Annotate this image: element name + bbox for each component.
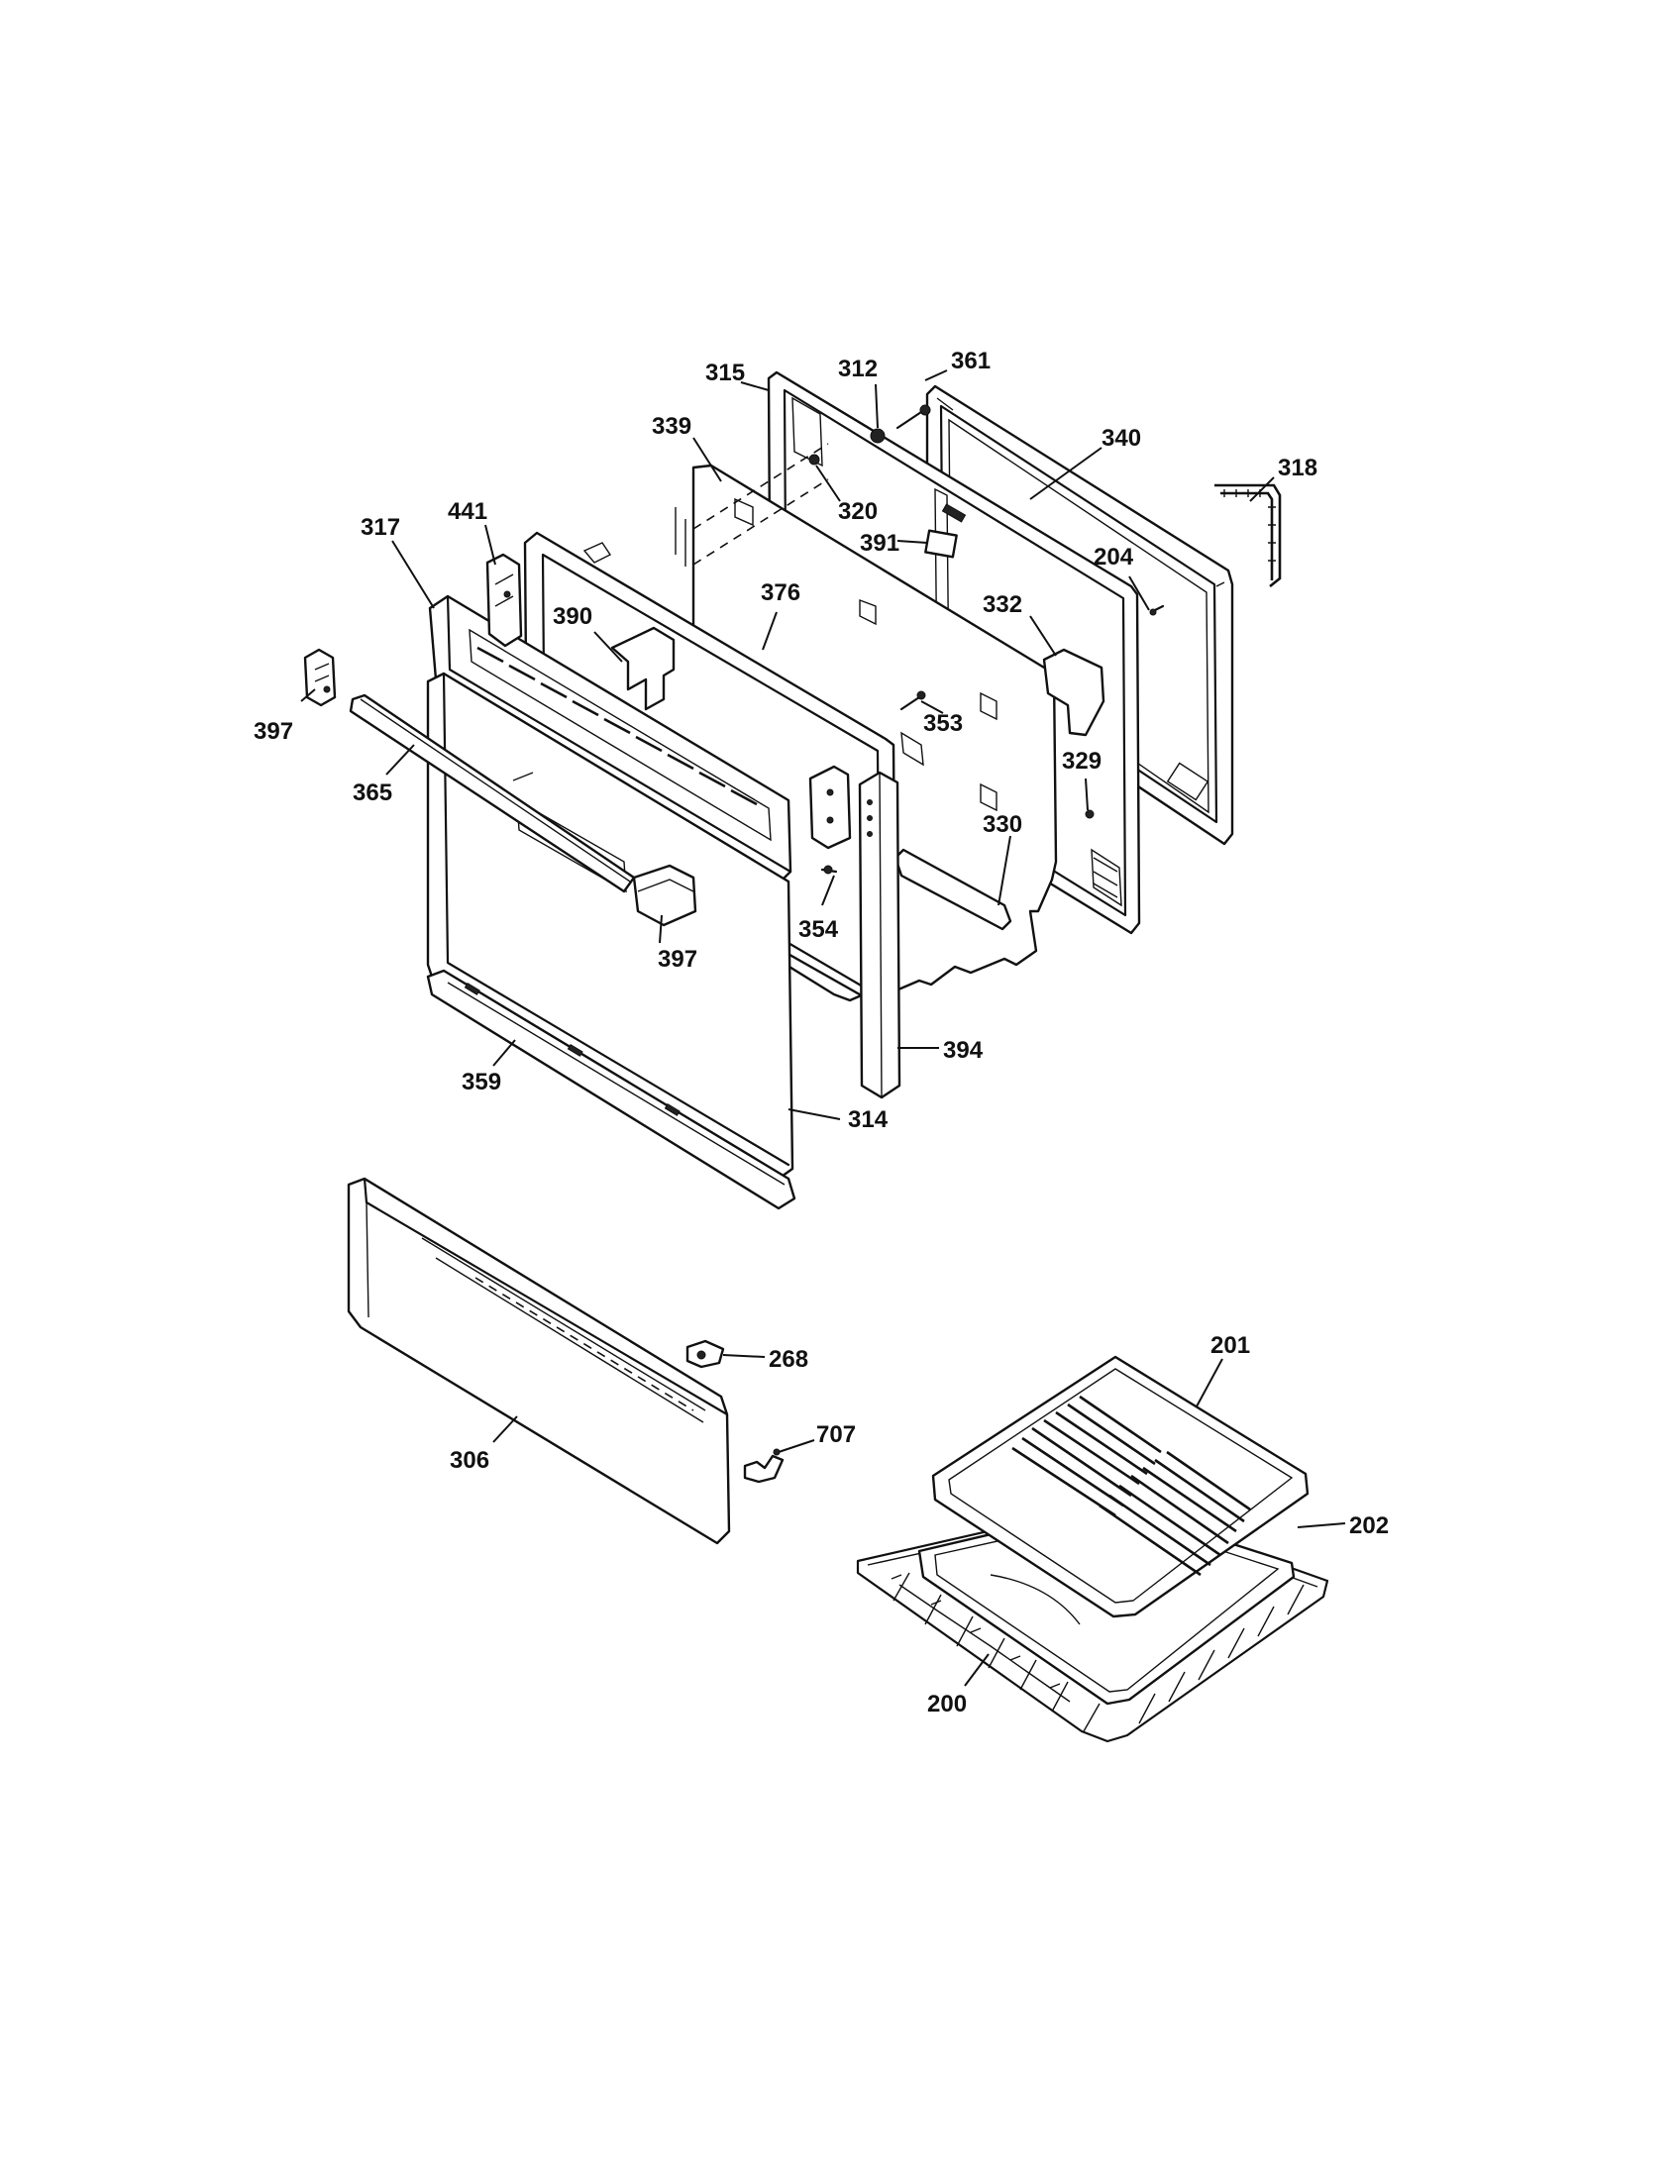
callout-340: 340 (1102, 425, 1141, 452)
inner-panel-bracket (610, 626, 676, 711)
drawer-panel (347, 1177, 731, 1545)
door-bottom-trim (426, 969, 796, 1210)
door-side-rail (858, 771, 901, 1099)
callout-315: 315 (705, 360, 745, 386)
callout-441: 441 (448, 498, 487, 525)
callout-202: 202 (1349, 1512, 1389, 1539)
callout-314: 314 (848, 1106, 889, 1133)
callout-204: 204 (1094, 544, 1134, 571)
callout-707: 707 (816, 1421, 856, 1448)
callout-339: 339 (652, 413, 691, 440)
door-gasket (1214, 483, 1282, 588)
callout-361: 361 (951, 348, 991, 374)
handle-end-cap (632, 864, 697, 927)
callout-317: 317 (361, 514, 400, 541)
callout-332: 332 (983, 591, 1022, 618)
callout-397-front: 397 (658, 946, 697, 973)
callout-397-loose: 397 (254, 718, 293, 745)
callout-376: 376 (761, 579, 800, 606)
callout-329: 329 (1062, 748, 1102, 775)
hinge-bracket-right (808, 765, 852, 850)
callout-318: 318 (1278, 455, 1317, 481)
callout-391: 391 (860, 530, 899, 557)
drawer-clip (743, 1448, 785, 1484)
callout-labels: 315 312 361 339 340 318 320 441 317 391 … (254, 348, 1389, 1717)
callout-200: 200 (927, 1691, 967, 1717)
hinge-bracket (485, 553, 523, 648)
callout-201: 201 (1210, 1332, 1250, 1359)
leader-lines (300, 369, 1346, 1687)
drawer-glide (685, 1339, 725, 1369)
callout-320: 320 (838, 498, 878, 525)
broil-pan-grid (931, 1355, 1310, 1618)
callout-390: 390 (553, 603, 592, 630)
callout-306: 306 (450, 1447, 489, 1474)
callout-394: 394 (943, 1037, 984, 1064)
callout-353: 353 (923, 710, 963, 737)
callout-330: 330 (983, 811, 1022, 838)
callout-365: 365 (353, 780, 392, 806)
callout-268: 268 (769, 1346, 808, 1373)
door-handle (349, 693, 636, 893)
latch-bracket (1042, 648, 1105, 737)
callout-312: 312 (838, 356, 878, 382)
small-clip (924, 529, 958, 559)
handle-end-cap-loose (303, 648, 337, 707)
fasteners (808, 404, 1165, 875)
callout-354: 354 (798, 916, 839, 943)
callout-359: 359 (462, 1069, 501, 1095)
